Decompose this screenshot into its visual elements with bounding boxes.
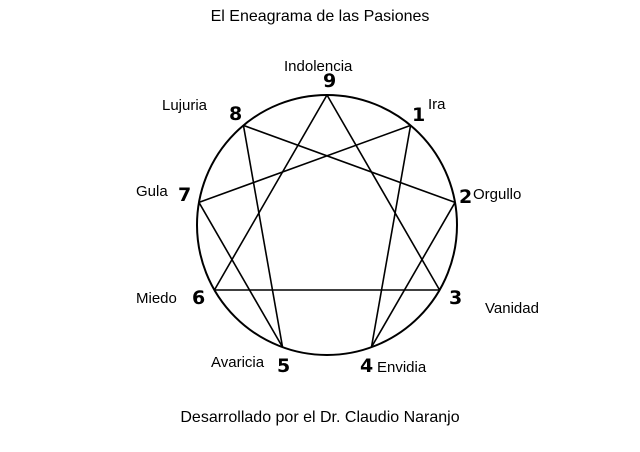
hexad-line-4-2 [370, 202, 456, 348]
hexad-line-8-5 [242, 125, 284, 348]
point-number-8: 8 [229, 103, 242, 125]
passion-label-lujuria: Lujuria [162, 97, 208, 114]
point-number-2: 2 [459, 186, 472, 208]
passion-label-orgullo: Orgullo [473, 186, 521, 203]
triangle-line-6-9 [213, 94, 328, 291]
point-number-1: 1 [412, 104, 425, 126]
point-number-6: 6 [192, 287, 205, 309]
point-number-7: 7 [178, 184, 191, 206]
point-number-5: 5 [277, 355, 290, 377]
hexad-line-1-4 [370, 125, 412, 348]
diagram-title: El Eneagrama de las Pasiones [210, 8, 430, 25]
passion-label-envidia: Envidia [377, 359, 427, 376]
passion-label-gula: Gula [136, 183, 168, 200]
passion-label-miedo: Miedo [136, 290, 177, 307]
passion-label-ira: Ira [428, 96, 446, 113]
passion-label-indolencia: Indolencia [284, 58, 353, 75]
enneagram-lines [198, 94, 456, 348]
hexad-line-2-8 [243, 124, 456, 204]
diagram-footer: Desarrollado por el Dr. Claudio Naranjo [180, 409, 460, 426]
point-number-9: 9 [323, 70, 336, 92]
point-number-3: 3 [449, 287, 462, 309]
enneagram-circle [196, 94, 458, 356]
hexad-line-5-7 [198, 202, 284, 348]
hexad-line-7-1 [198, 124, 411, 204]
passion-label-vanidad: Vanidad [485, 300, 539, 317]
triangle-line-9-3 [326, 94, 441, 291]
point-number-4: 4 [360, 355, 373, 377]
passion-label-avaricia: Avaricia [211, 354, 265, 371]
